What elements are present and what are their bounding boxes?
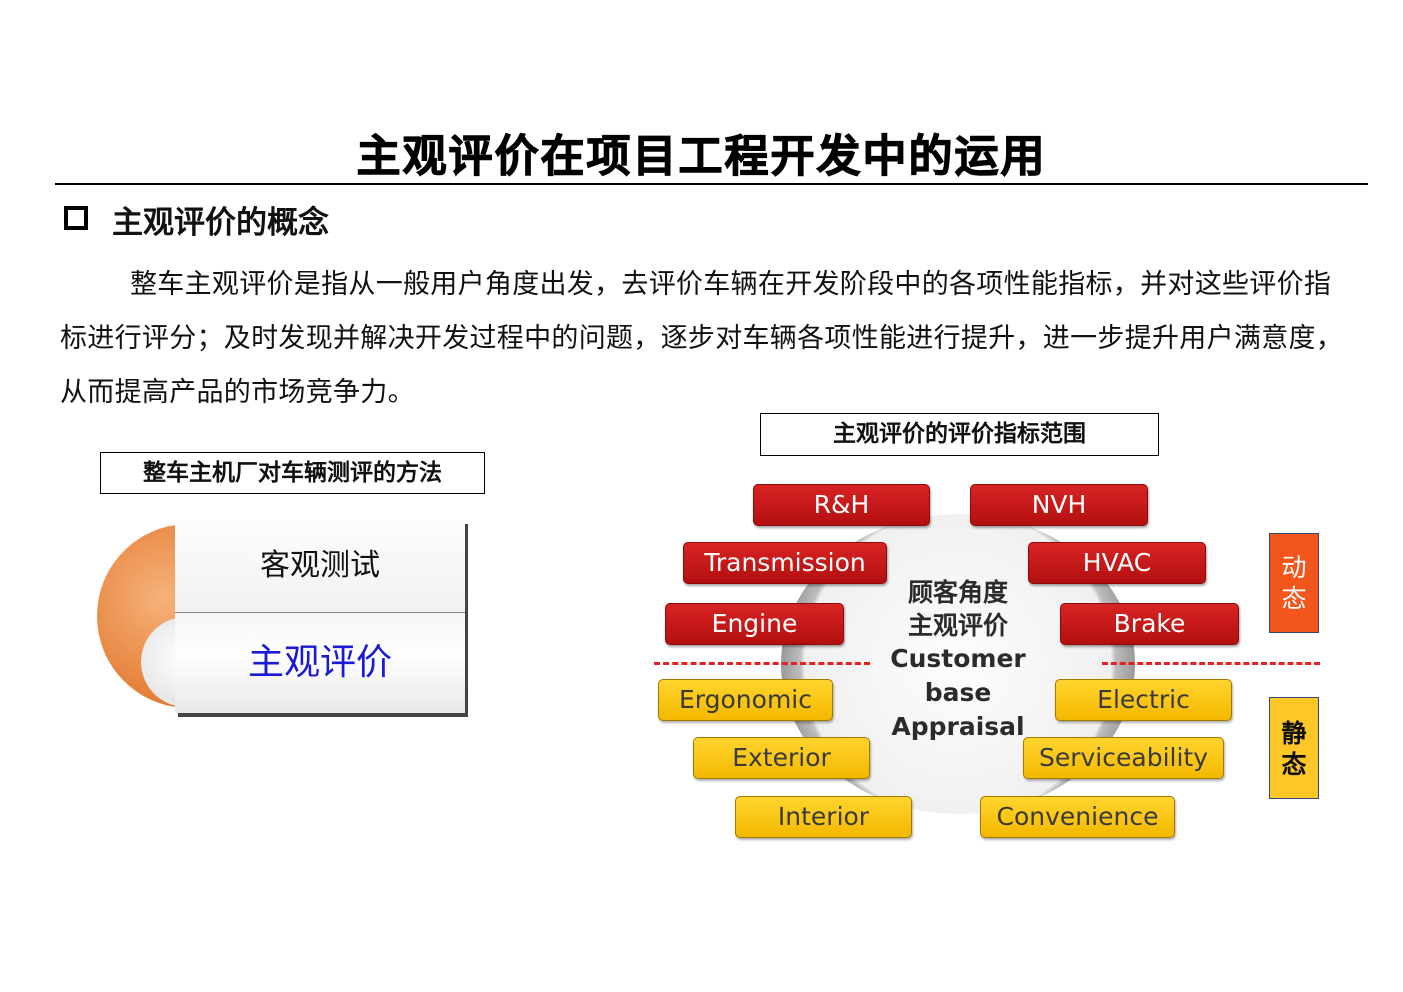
item-engine: Engine [665,603,844,645]
concept-paragraph: 整车主观评价是指从一般用户角度出发，去评价车辆在开发阶段中的各项性能指标，并对这… [60,269,1344,408]
dynamic-tag-char1: 动 [1281,553,1307,582]
methods-panel: 客观测试 主观评价 [175,520,465,713]
item-exterior: Exterior [693,737,870,779]
item-interior: Interior [735,796,912,838]
static-tag-char1: 静 [1281,719,1307,748]
static-tag-char2: 态 [1281,750,1307,779]
page-title: 主观评价在项目工程开发中的运用 [356,131,1047,183]
divider-dashed-right [1102,662,1320,665]
center-en-line3: Appraisal [891,712,1025,741]
dynamic-tag-char2: 态 [1281,584,1307,613]
appraisal-scope-diagram: 顾客角度 主观评价 Customer base Appraisal R&H NV… [658,484,1240,844]
item-transmission: Transmission [683,542,887,584]
item-brake: Brake [1060,603,1239,645]
item-rh: R&H [753,484,930,526]
static-tag: 静 态 [1269,697,1319,799]
center-en-line2: base [924,678,992,707]
section-title: 主观评价的概念 [112,205,329,241]
title-divider [55,183,1368,185]
checkbox-bullet-icon [64,206,88,230]
center-cn-line1: 顾客角度 [907,578,1008,607]
item-electric: Electric [1055,679,1232,721]
item-serviceability: Serviceability [1023,737,1224,779]
item-ergonomic: Ergonomic [658,679,833,721]
dynamic-tag: 动 态 [1269,533,1319,633]
method-subjective-appraisal: 主观评价 [175,613,465,713]
item-convenience: Convenience [980,796,1175,838]
method-objective-test: 客观测试 [175,520,465,613]
center-label: 顾客角度 主观评价 Customer base Appraisal [848,576,1068,744]
center-cn-line2: 主观评价 [907,611,1008,640]
item-hvac: HVAC [1028,542,1206,584]
center-en-line1: Customer [890,644,1026,673]
item-nvh: NVH [970,484,1148,526]
methods-caption: 整车主机厂对车辆测评的方法 [100,452,485,494]
divider-dashed-left [654,662,870,665]
scope-caption: 主观评价的评价指标范围 [760,413,1159,456]
